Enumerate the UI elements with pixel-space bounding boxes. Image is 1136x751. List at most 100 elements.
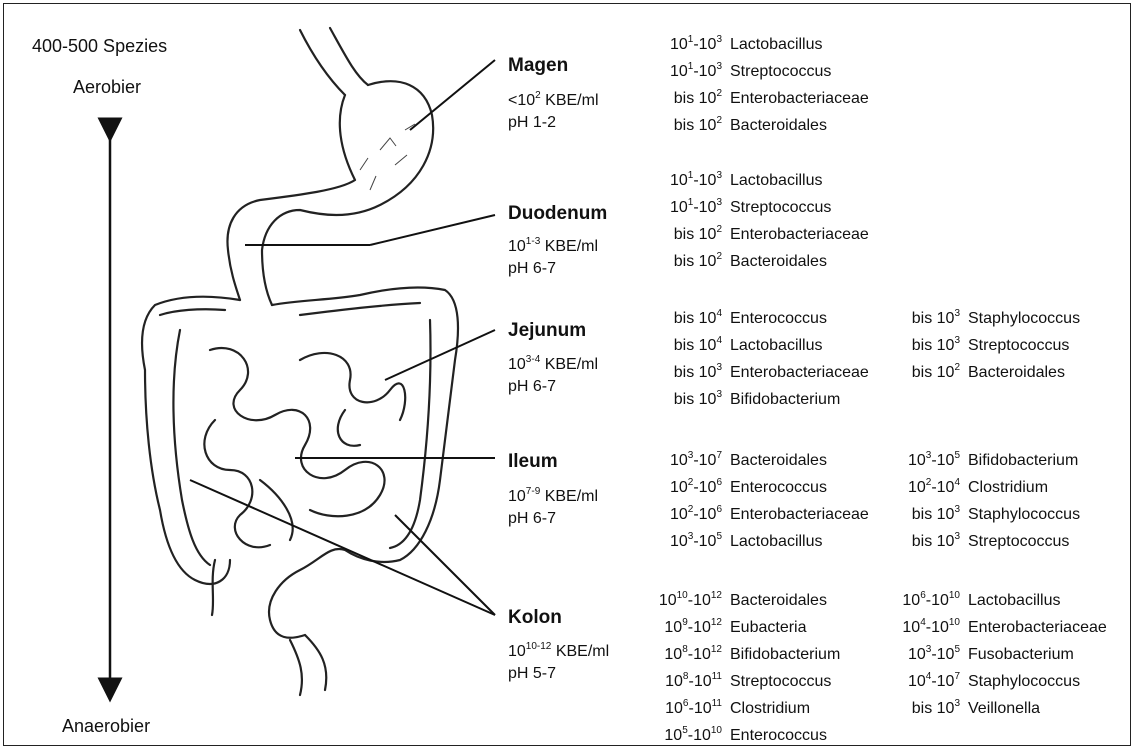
bacteria-concentration: 101-103 xyxy=(640,199,722,217)
conc-prefix: bis 10 xyxy=(674,391,717,408)
bacteria-name: Bacteroidales xyxy=(960,364,1065,382)
conc-prefix: 10 xyxy=(670,63,688,80)
bacteria-row: bis 102Bacteroidales xyxy=(640,117,827,135)
density-base: 10 xyxy=(508,356,526,373)
conc-range: -10 xyxy=(926,619,949,636)
conc-range: -10 xyxy=(688,673,711,690)
bacteria-concentration: bis 103 xyxy=(880,506,960,524)
conc-prefix: bis 10 xyxy=(674,226,717,243)
bacteria-row: bis 102Bacteroidales xyxy=(640,253,827,271)
bacteria-name: Lactobacillus xyxy=(722,337,823,355)
bacteria-concentration: bis 104 xyxy=(640,310,722,328)
bacteria-concentration: 104-1010 xyxy=(880,619,960,637)
conc-range: -10 xyxy=(693,452,716,469)
stomach-shape xyxy=(227,81,433,305)
conc-prefix: bis 10 xyxy=(912,533,955,550)
conc-prefix: 10 xyxy=(665,700,683,717)
bacteria-name: Staphylococcus xyxy=(960,673,1080,691)
conc-exp-low: 10 xyxy=(677,590,688,601)
conc-prefix: bis 10 xyxy=(674,310,717,327)
conc-prefix: bis 10 xyxy=(674,253,717,270)
bacteria-name: Enterobacteriaceae xyxy=(722,90,869,108)
density-exponent: 3-4 xyxy=(526,354,540,365)
bacteria-concentration: 102-106 xyxy=(640,506,722,524)
region-density: 101-3 KBE/ml xyxy=(508,236,598,257)
anaerobic-label: Anaerobier xyxy=(62,716,150,737)
bacteria-row: 104-1010Enterobacteriaceae xyxy=(880,619,1107,637)
density-unit: KBE/ml xyxy=(545,356,598,373)
region-density: 1010-12 KBE/ml xyxy=(508,641,609,662)
density-exponent: 1-3 xyxy=(526,236,540,247)
bacteria-name: Fusobacterium xyxy=(960,646,1074,664)
bacteria-name: Lactobacillus xyxy=(722,36,823,54)
bacteria-row: bis 103Streptococcus xyxy=(880,533,1069,551)
bacteria-name: Streptococcus xyxy=(960,337,1069,355)
region-name: Jejunum xyxy=(508,320,586,342)
conc-range: -10 xyxy=(693,172,716,189)
density-exponent: 7-9 xyxy=(526,486,540,497)
conc-range: -10 xyxy=(693,479,716,496)
bacteria-concentration: 105-1010 xyxy=(640,727,722,745)
bacteria-name: Bacteroidales xyxy=(722,592,827,610)
bacteria-name: Enterobacteriaceae xyxy=(722,506,869,524)
conc-exp-high: 12 xyxy=(711,590,722,601)
conc-prefix: bis 10 xyxy=(912,310,955,327)
bacteria-concentration: bis 102 xyxy=(640,90,722,108)
bacteria-row: 109-1012Eubacteria xyxy=(640,619,807,637)
bacteria-row: 106-1011Clostridium xyxy=(640,700,810,718)
bacteria-concentration: 101-103 xyxy=(640,36,722,54)
bacteria-concentration: 102-104 xyxy=(880,479,960,497)
bacteria-concentration: bis 103 xyxy=(640,391,722,409)
region-density: 107-9 KBE/ml xyxy=(508,486,598,507)
conc-prefix: 10 xyxy=(908,646,926,663)
bacteria-row: bis 103Bifidobacterium xyxy=(640,391,840,409)
region-name: Kolon xyxy=(508,607,562,629)
bacteria-concentration: 103-105 xyxy=(640,533,722,551)
bacteria-concentration: bis 103 xyxy=(880,533,960,551)
small-intestine-shape xyxy=(204,348,405,547)
bacteria-name: Streptococcus xyxy=(722,199,831,217)
bacteria-name: Streptococcus xyxy=(722,63,831,81)
bacteria-concentration: bis 102 xyxy=(880,364,960,382)
region-name: Magen xyxy=(508,55,568,77)
bacteria-concentration: 103-105 xyxy=(880,452,960,470)
conc-prefix: 10 xyxy=(670,479,688,496)
bacteria-name: Eubacteria xyxy=(722,619,807,637)
conc-prefix: 10 xyxy=(659,592,677,609)
bacteria-concentration: 102-106 xyxy=(640,479,722,497)
bacteria-name: Enterobacteriaceae xyxy=(960,619,1107,637)
region-ph: pH 5-7 xyxy=(508,663,556,684)
density-unit: KBE/ml xyxy=(545,92,598,109)
bacteria-concentration: 108-1012 xyxy=(640,646,722,664)
conc-range: -10 xyxy=(931,646,954,663)
bacteria-name: Enterococcus xyxy=(722,479,827,497)
conc-prefix: bis 10 xyxy=(912,364,955,381)
conc-prefix: 10 xyxy=(902,619,920,636)
conc-exp-high: 10 xyxy=(711,725,722,736)
bacteria-name: Lactobacillus xyxy=(960,592,1061,610)
bacteria-concentration: bis 103 xyxy=(880,700,960,718)
conc-prefix: bis 10 xyxy=(912,337,955,354)
conc-range: -10 xyxy=(688,727,711,744)
conc-range: -10 xyxy=(693,36,716,53)
conc-prefix: 10 xyxy=(670,36,688,53)
region-density: 103-4 KBE/ml xyxy=(508,354,598,375)
bacteria-row: 101-103Streptococcus xyxy=(640,63,831,81)
conc-exp-high: 11 xyxy=(712,698,722,709)
bacteria-name: Bifidobacterium xyxy=(722,646,840,664)
conc-range: -10 xyxy=(931,479,954,496)
bacteria-row: 103-105Bifidobacterium xyxy=(880,452,1078,470)
bacteria-concentration: bis 103 xyxy=(880,310,960,328)
region-ph: pH 6-7 xyxy=(508,258,556,279)
region-ph: pH 1-2 xyxy=(508,112,556,133)
region-ph: pH 6-7 xyxy=(508,508,556,529)
conc-range: -10 xyxy=(926,592,949,609)
region-name: Ileum xyxy=(508,451,558,473)
density-base: 10 xyxy=(508,488,526,505)
